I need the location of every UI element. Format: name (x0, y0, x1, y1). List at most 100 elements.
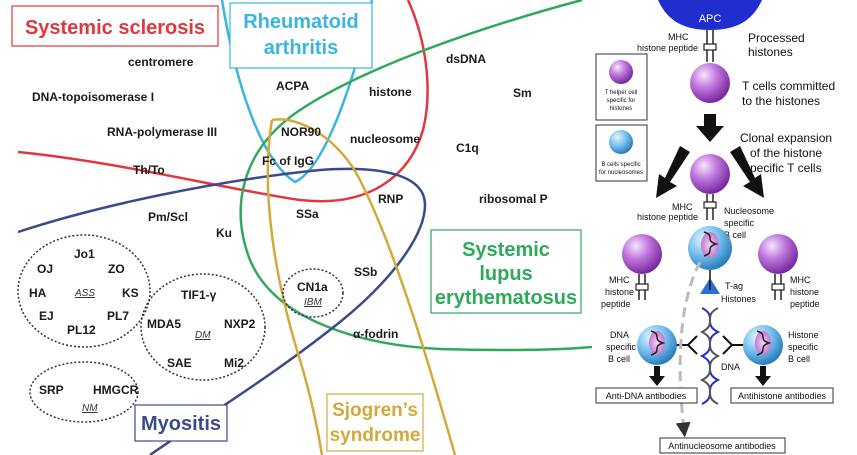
ass-pl12: PL12 (67, 323, 96, 337)
t-cell-middle (690, 154, 730, 194)
nm-group-circle (29, 361, 139, 423)
ass-label: ASS (74, 288, 95, 299)
ass-jo1: Jo1 (74, 247, 95, 261)
ssc-title-box (11, 5, 219, 47)
ab-dsdna: dsDNA (446, 52, 486, 66)
sle-boundary (239, 0, 593, 352)
dm-label: DM (195, 330, 211, 341)
myositis-boundary (17, 167, 427, 455)
mhc-right-line3: peptide (790, 299, 820, 309)
disease-overlap-diagram: Systemic sclerosis Rheumatoid arthritis … (11, 0, 593, 455)
ab-c1q: C1q (456, 141, 479, 155)
nm-srp: SRP (39, 383, 64, 397)
anti-histone-box (730, 387, 834, 404)
ab-nor90: NOR90 (281, 125, 321, 139)
ab-ssa: SSa (296, 207, 319, 221)
ass-pl7: PL7 (107, 309, 129, 323)
dna-b-line1: DNA (610, 330, 629, 340)
histone-b-line2: specific (788, 342, 819, 352)
ibm-group-circle (282, 268, 344, 318)
legend-t-line3: histones (610, 106, 632, 112)
t-committed-line2: to the histones (742, 94, 820, 108)
nm-hmgcr: HMGCR (93, 383, 139, 397)
sle-title-box (430, 229, 582, 314)
ab-sm: Sm (513, 86, 532, 100)
ass-ej: EJ (39, 309, 54, 323)
clonal-line3: specific T cells (744, 161, 822, 175)
arrow-diag-right (730, 146, 764, 198)
dm-group-circle (140, 273, 266, 381)
arrow-down-histone (755, 366, 771, 386)
mhc-left-line1: MHC (609, 275, 630, 285)
mhc-right-connector (771, 274, 785, 300)
ra-boundary (220, 0, 374, 184)
mhc-center-connector (703, 194, 717, 220)
t-committed-line1: T cells committed (742, 79, 835, 93)
ssc-boundary (17, 0, 429, 203)
legend-t-line2: specific for (607, 98, 636, 104)
ra-title-box (229, 2, 373, 69)
anti-dna-box (595, 387, 698, 404)
ab-rna-pol: RNA-polymerase III (107, 125, 217, 139)
mhc-right-line2: histone (790, 287, 819, 297)
nucleosome-b-line1: Nucleosome (724, 206, 774, 216)
t-cell-right (758, 234, 798, 274)
arrow-down-top (696, 114, 724, 142)
sjogren-title-line1: Sjogren’s (332, 400, 418, 421)
dashed-path-antinucleosome (675, 261, 702, 438)
mhc-top-connector (703, 30, 717, 62)
myositis-title-box (134, 404, 228, 442)
dna-label: DNA (721, 362, 740, 372)
b-cell-histone-strand (756, 330, 772, 356)
ab-dna-topo: DNA-topoisomerase I (32, 90, 154, 104)
dna-b-line3: B cell (608, 354, 630, 364)
sle-title-line3: erythematosus (435, 287, 577, 309)
apc-label: APC (699, 13, 722, 25)
arrow-down-dna (649, 366, 665, 386)
t-ag-label: T-ag (725, 281, 743, 291)
b-cell-dna-strand (650, 330, 666, 356)
ab-acpa: ACPA (276, 79, 309, 93)
b-cell-nucleosome-dna (703, 231, 719, 257)
ab-th-to: Th/To (133, 163, 165, 177)
dm-sae: SAE (167, 356, 192, 370)
nucleosome-b-line2: specific (724, 218, 755, 228)
dm-mi2: Mi2 (224, 356, 244, 370)
nm-label: NM (82, 403, 98, 414)
ssc-title: Systemic sclerosis (25, 17, 205, 39)
dm-mda5: MDA5 (147, 317, 181, 331)
dm-nxp2: NXP2 (224, 317, 256, 331)
anti-nucleosome-box (659, 437, 786, 454)
dna-b-line2: specific (606, 342, 637, 352)
ibm-label: IBM (304, 297, 322, 308)
nucleosome-b-line3: B cell (724, 230, 746, 240)
ra-title-line1: Rheumatoid (243, 11, 359, 33)
processed-histones-line1: Processed (748, 31, 805, 45)
legend-b-cell (609, 130, 633, 154)
mhc-center-line2: histone peptide (637, 212, 698, 222)
histones-label: Histones (721, 294, 757, 304)
sjogren-boundary (266, 118, 457, 455)
anti-histone-label: Antihistone antibodies (738, 391, 827, 401)
legend-t-cell (609, 60, 633, 84)
b-cell-dna-core (649, 331, 665, 355)
ra-title-line2: arthritis (264, 37, 338, 59)
mhc-top-line2: histone peptide (637, 43, 698, 53)
ab-ssb: SSb (354, 265, 377, 279)
ab-nucleosome: nucleosome (350, 132, 420, 146)
antibody-left (676, 335, 698, 355)
myositis-title: Myositis (141, 413, 221, 435)
anti-nucleosome-label: Antinucleosome antibodies (668, 441, 776, 451)
mhc-center-line1: MHC (672, 202, 693, 212)
mechanism-diagram: APC MHC histone peptide Processed histon… (595, 0, 835, 454)
legend-t-line1: T helper cell (605, 90, 638, 96)
histone-b-line3: B cell (788, 354, 810, 364)
mhc-left-line3: peptide (601, 299, 631, 309)
mhc-top-line1: MHC (668, 32, 689, 42)
dm-tif1: TIF1-γ (181, 288, 217, 302)
mhc-left-connector (635, 274, 649, 300)
ass-oj: OJ (37, 262, 53, 276)
ass-zo: ZO (108, 262, 125, 276)
dna-helix (699, 307, 721, 405)
